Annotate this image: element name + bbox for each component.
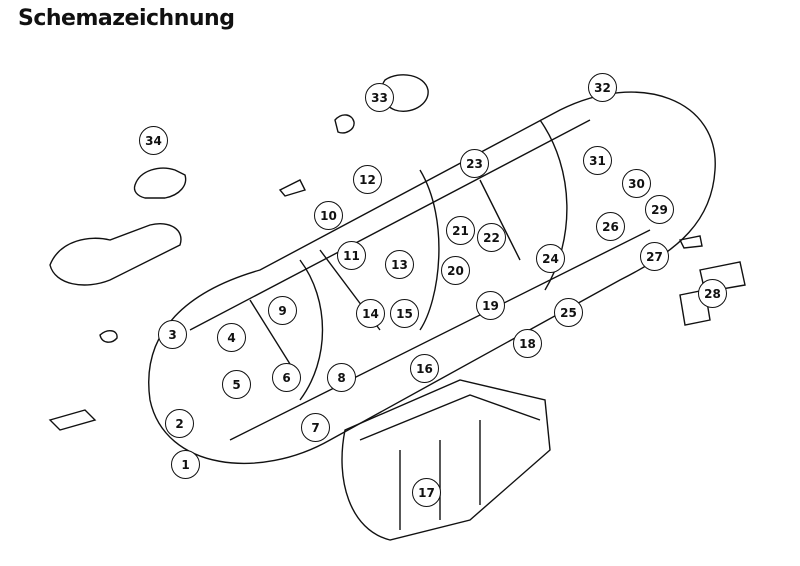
callout-18: 18 — [513, 329, 542, 358]
callout-15: 15 — [390, 299, 419, 328]
callout-31: 31 — [583, 146, 612, 175]
callout-10: 10 — [314, 201, 343, 230]
callout-16: 16 — [410, 354, 439, 383]
callout-28: 28 — [698, 279, 727, 308]
callout-25: 25 — [554, 298, 583, 327]
page-title: Schemazeichnung — [18, 6, 235, 31]
callout-6: 6 — [272, 363, 301, 392]
main-hull — [148, 91, 716, 465]
callout-8: 8 — [327, 363, 356, 392]
callout-14: 14 — [356, 299, 385, 328]
callout-13: 13 — [385, 250, 414, 279]
callout-12: 12 — [353, 165, 382, 194]
callout-33: 33 — [365, 83, 394, 112]
callout-26: 26 — [596, 212, 625, 241]
callout-19: 19 — [476, 291, 505, 320]
callout-5: 5 — [222, 370, 251, 399]
callout-27: 27 — [640, 242, 669, 271]
callout-3: 3 — [158, 320, 187, 349]
callout-30: 30 — [622, 169, 651, 198]
callout-7: 7 — [301, 413, 330, 442]
callout-34: 34 — [139, 126, 168, 155]
callout-21: 21 — [446, 216, 475, 245]
callout-17: 17 — [412, 478, 441, 507]
callout-32: 32 — [588, 73, 617, 102]
callout-2: 2 — [165, 409, 194, 438]
callout-22: 22 — [477, 223, 506, 252]
callout-1: 1 — [171, 450, 200, 479]
callout-20: 20 — [441, 256, 470, 285]
callout-9: 9 — [268, 296, 297, 325]
callout-29: 29 — [645, 195, 674, 224]
callout-11: 11 — [337, 241, 366, 270]
callout-4: 4 — [217, 323, 246, 352]
detached-modules — [48, 74, 746, 431]
lower-module — [341, 379, 551, 541]
callout-23: 23 — [460, 149, 489, 178]
callout-24: 24 — [536, 244, 565, 273]
